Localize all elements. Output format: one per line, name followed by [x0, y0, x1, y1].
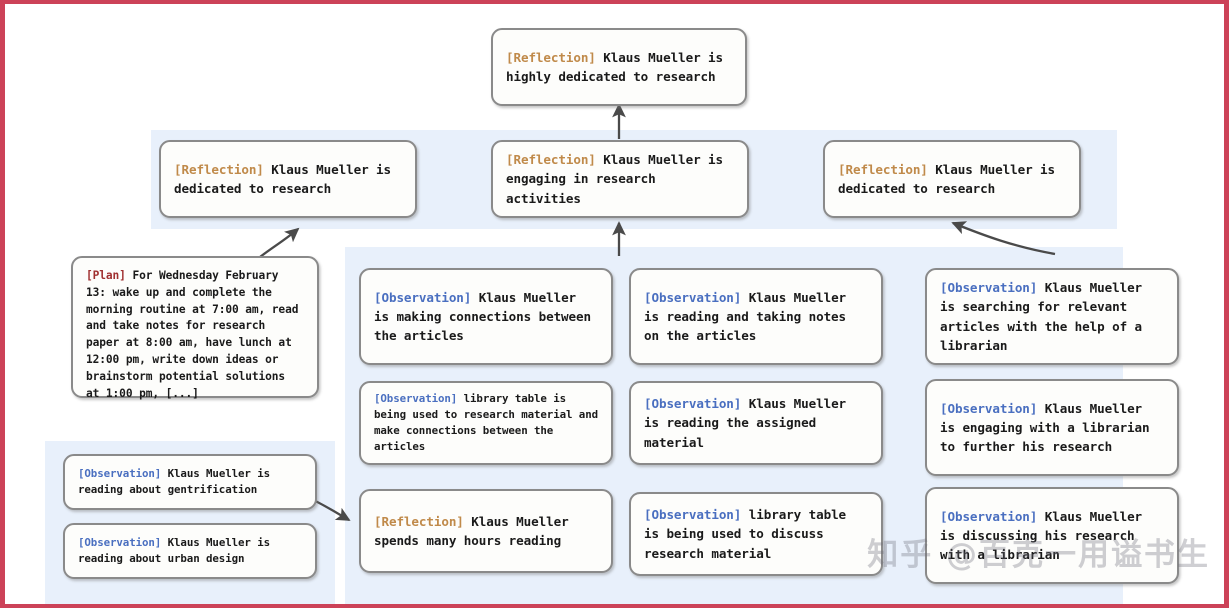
node-body: library table is being used to discuss r…: [644, 507, 847, 561]
node-body: Klaus Mueller is searching for relevant …: [940, 280, 1143, 353]
node-body: Klaus Mueller is reading the assigned ma…: [644, 396, 847, 450]
arrow-plan-to-left-reflection: [259, 227, 300, 258]
node-tag: [Reflection]: [506, 152, 596, 168]
node-reflection-right[interactable]: [Reflection] Klaus Mueller is dedicated …: [823, 140, 1081, 218]
node-body: Klaus Mueller is making connections betw…: [374, 289, 591, 344]
node-reflection-center[interactable]: [Reflection] Klaus Mueller is engaging i…: [491, 140, 749, 218]
node-observation-assigned-material[interactable]: [Observation] Klaus Mueller is reading t…: [629, 381, 883, 465]
node-plan[interactable]: [Plan] For Wednesday February 13: wake u…: [71, 256, 319, 400]
node-text: [Reflection] Klaus Mueller is highly ded…: [506, 48, 732, 86]
node-observation-discussing-librarian[interactable]: [Observation] Klaus Mueller is discussin…: [925, 487, 1179, 584]
node-body: Klaus Mueller is highly dedicated to res…: [506, 49, 723, 84]
node-body: Klaus Mueller is discussing his research…: [940, 508, 1143, 563]
node-tag: [Reflection]: [506, 49, 596, 65]
node-tag: [Observation]: [644, 507, 742, 523]
node-body: Klaus Mueller is dedicated to research: [174, 161, 391, 196]
node-text: [Reflection] Klaus Mueller is dedicated …: [838, 160, 1066, 198]
node-text: [Reflection] Klaus Mueller is engaging i…: [506, 150, 734, 207]
node-body: Klaus Mueller is reading about urban des…: [78, 536, 271, 565]
node-tag: [Observation]: [940, 400, 1038, 416]
node-text: [Observation] Klaus Mueller is discussin…: [940, 507, 1164, 564]
node-text: [Observation] library table is being use…: [644, 505, 868, 562]
node-text: [Observation] Klaus Mueller is reading t…: [644, 394, 868, 451]
node-reflection-hours-reading[interactable]: [Reflection] Klaus Mueller spends many h…: [359, 489, 613, 573]
node-body: For Wednesday February 13: wake up and c…: [86, 269, 299, 400]
node-observation-urban-design[interactable]: [Observation] Klaus Mueller is reading a…: [63, 523, 317, 579]
node-tag: [Observation]: [374, 289, 472, 305]
node-tag: [Reflection]: [174, 161, 264, 177]
node-tag: [Observation]: [940, 280, 1038, 296]
node-observation-connections[interactable]: [Observation] Klaus Mueller is making co…: [359, 268, 613, 365]
node-observation-gentrification[interactable]: [Observation] Klaus Mueller is reading a…: [63, 454, 317, 510]
node-text: [Observation] Klaus Mueller is reading a…: [78, 535, 302, 567]
node-tag: [Observation]: [78, 467, 162, 481]
node-observation-library-table-connections[interactable]: [Observation] library table is being use…: [359, 381, 613, 465]
node-body: Klaus Mueller is dedicated to research: [838, 161, 1055, 196]
node-observation-reading-notes[interactable]: [Observation] Klaus Mueller is reading a…: [629, 268, 883, 365]
node-text: [Reflection] Klaus Mueller spends many h…: [374, 512, 598, 550]
node-tag: [Observation]: [374, 392, 458, 406]
node-reflection-left[interactable]: [Reflection] Klaus Mueller is dedicated …: [159, 140, 417, 218]
node-body: Klaus Mueller is reading about gentrific…: [78, 467, 271, 496]
node-text: [Reflection] Klaus Mueller is dedicated …: [174, 160, 402, 198]
node-tag: [Observation]: [78, 536, 162, 550]
node-body: library table is being used to research …: [374, 392, 599, 453]
node-observation-searching-articles[interactable]: [Observation] Klaus Mueller is searching…: [925, 268, 1179, 365]
node-observation-library-table-discuss[interactable]: [Observation] library table is being use…: [629, 492, 883, 576]
node-tag: [Plan]: [86, 269, 126, 282]
node-tag: [Reflection]: [838, 161, 928, 177]
node-text: [Observation] Klaus Mueller is engaging …: [940, 399, 1164, 456]
node-body: Klaus Mueller is reading and taking note…: [644, 289, 847, 344]
node-text: [Plan] For Wednesday February 13: wake u…: [86, 268, 304, 402]
node-text: [Observation] Klaus Mueller is searching…: [940, 278, 1164, 355]
node-body: Klaus Mueller spends many hours reading: [374, 513, 569, 548]
node-tag: [Observation]: [940, 508, 1038, 524]
node-tag: [Reflection]: [374, 513, 464, 529]
node-body: Klaus Mueller is engaging with a librari…: [940, 400, 1150, 455]
node-observation-engaging-librarian[interactable]: [Observation] Klaus Mueller is engaging …: [925, 379, 1179, 476]
node-text: [Observation] Klaus Mueller is reading a…: [644, 288, 868, 345]
node-text: [Observation] library table is being use…: [374, 391, 598, 455]
node-root-reflection[interactable]: [Reflection] Klaus Mueller is highly ded…: [491, 28, 747, 106]
node-text: [Observation] Klaus Mueller is reading a…: [78, 466, 302, 498]
node-tag: [Observation]: [644, 396, 742, 412]
node-body: Klaus Mueller is engaging in research ac…: [506, 152, 723, 206]
node-tag: [Observation]: [644, 289, 742, 305]
node-text: [Observation] Klaus Mueller is making co…: [374, 288, 598, 345]
